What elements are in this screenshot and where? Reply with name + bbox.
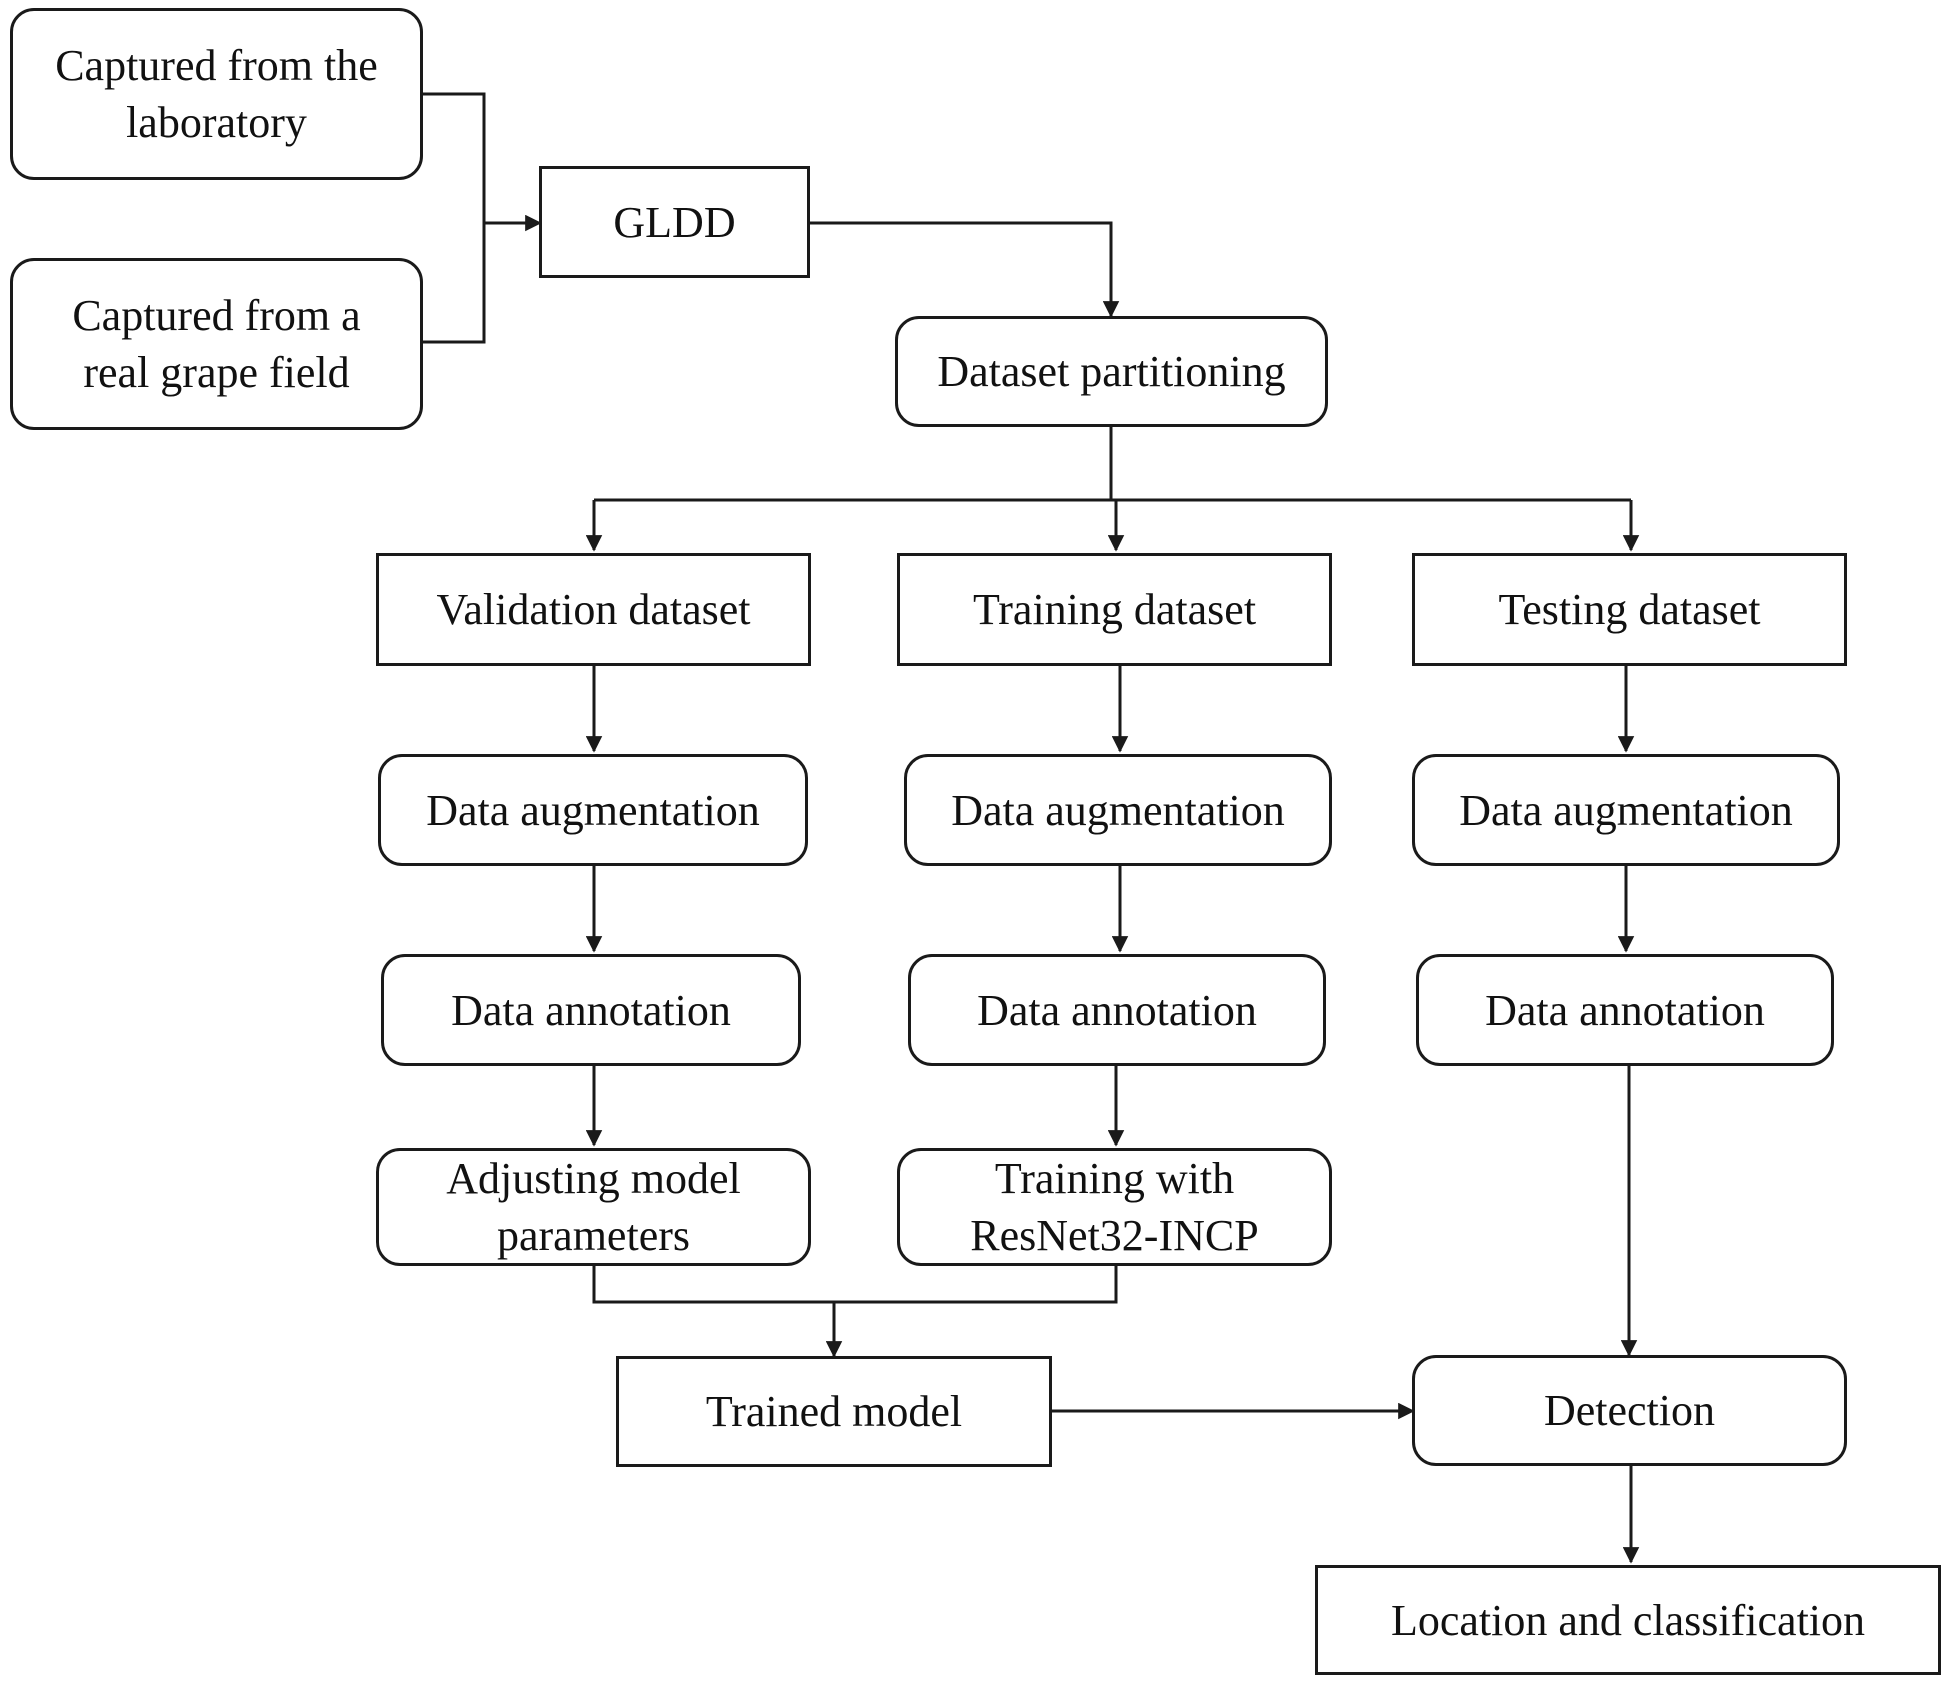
node-training-dataset: Training dataset bbox=[897, 553, 1332, 666]
node-detection: Detection bbox=[1412, 1355, 1847, 1466]
node-adjusting-parameters-label: Adjusting model parameters bbox=[446, 1154, 741, 1260]
node-validation-annotation: Data annotation bbox=[381, 954, 801, 1066]
node-trained-model: Trained model bbox=[616, 1356, 1052, 1467]
node-training-resnet-label: Training with ResNet32-INCP bbox=[970, 1154, 1259, 1260]
node-adjusting-parameters: Adjusting model parameters bbox=[376, 1148, 811, 1266]
node-captured-grape-field: Captured from a real grape field bbox=[10, 258, 423, 430]
node-training-annotation: Data annotation bbox=[908, 954, 1326, 1066]
node-validation-augmentation: Data augmentation bbox=[378, 754, 808, 866]
node-testing-augmentation-label: Data augmentation bbox=[1459, 785, 1793, 835]
node-training-dataset-label: Training dataset bbox=[972, 585, 1257, 634]
node-validation-dataset-label: Validation dataset bbox=[436, 585, 751, 634]
node-testing-annotation-label: Data annotation bbox=[1485, 985, 1765, 1035]
node-captured-laboratory: Captured from the laboratory bbox=[10, 8, 423, 180]
node-testing-augmentation: Data augmentation bbox=[1412, 754, 1840, 866]
node-gldd: GLDD bbox=[539, 166, 810, 278]
node-dataset-partitioning: Dataset partitioning bbox=[895, 316, 1328, 427]
node-testing-dataset-label: Testing dataset bbox=[1498, 585, 1761, 634]
node-location-classification-label: Location and classification bbox=[1390, 1595, 1866, 1645]
arrow-gldd-to-partition bbox=[810, 221, 1120, 318]
node-captured-grape-field-label: Captured from a real grape field bbox=[72, 291, 361, 397]
connector-merge-bar bbox=[592, 1266, 1118, 1304]
node-gldd-label: GLDD bbox=[613, 197, 736, 247]
node-validation-annotation-label: Data annotation bbox=[451, 985, 731, 1035]
node-training-augmentation: Data augmentation bbox=[904, 754, 1332, 866]
node-detection-label: Detection bbox=[1543, 1386, 1716, 1435]
connector-field-to-gldd bbox=[423, 223, 486, 344]
node-captured-laboratory-label: Captured from the laboratory bbox=[55, 41, 378, 147]
node-validation-augmentation-label: Data augmentation bbox=[426, 785, 760, 835]
node-dataset-partitioning-label: Dataset partitioning bbox=[937, 347, 1286, 396]
node-training-resnet: Training with ResNet32-INCP bbox=[897, 1148, 1332, 1266]
node-trained-model-label: Trained model bbox=[705, 1387, 963, 1436]
node-location-classification: Location and classification bbox=[1315, 1565, 1941, 1675]
node-testing-dataset: Testing dataset bbox=[1412, 553, 1847, 666]
node-testing-annotation: Data annotation bbox=[1416, 954, 1834, 1066]
node-validation-dataset: Validation dataset bbox=[376, 553, 811, 666]
connector-lab-to-gldd bbox=[423, 92, 486, 223]
node-training-annotation-label: Data annotation bbox=[977, 985, 1257, 1035]
node-training-augmentation-label: Data augmentation bbox=[951, 785, 1285, 835]
